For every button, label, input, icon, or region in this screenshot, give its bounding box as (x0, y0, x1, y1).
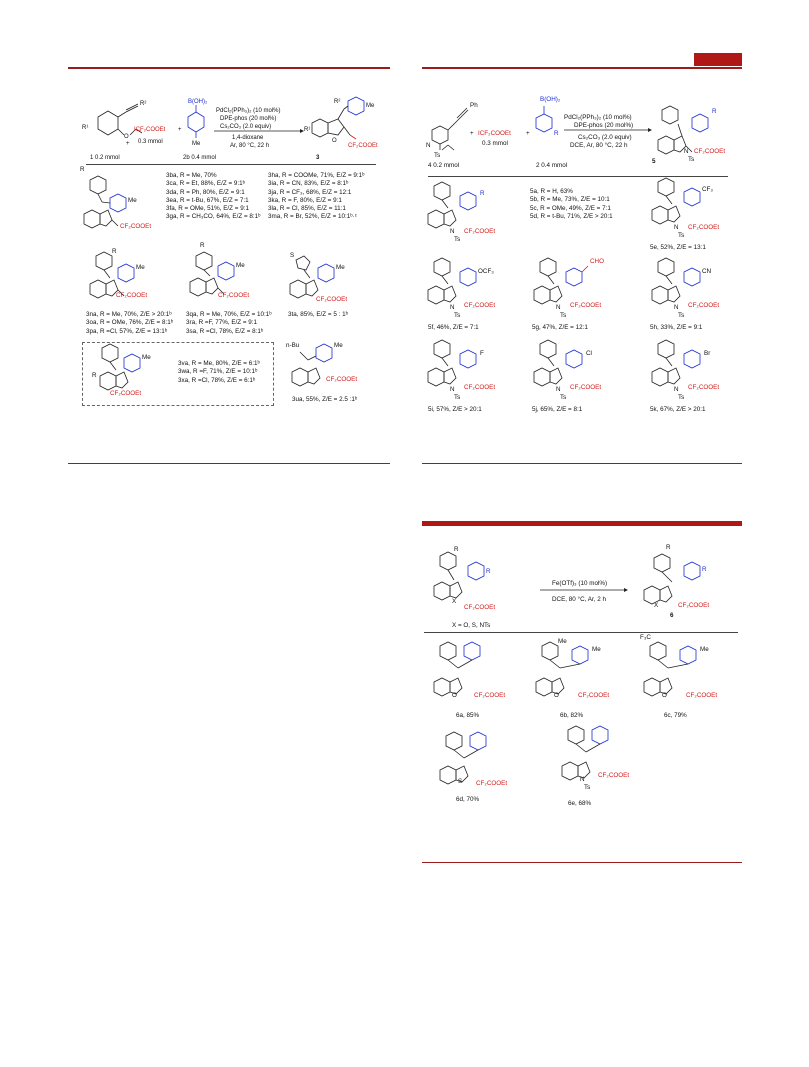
compound-5h: 5h, 33%, Z/E = 9:1 (650, 324, 703, 331)
product-3-label: 3 (316, 155, 320, 161)
compound-5k: 5k, 67%, Z/E > 20:1 (650, 406, 706, 413)
scheme-3: R R X CF₂COOEt X = O, S, NTs Fe(OTf)₃ (1… (422, 540, 742, 640)
compound-6d: 6d, 70% (456, 796, 480, 803)
structure-6c: F₃C Me O CF₂COOEt (640, 634, 718, 699)
compound-6a: 6a, 85% (456, 712, 480, 719)
structure-3na: R Me CF₂COOEt (86, 248, 166, 310)
compound-6b: 6b, 82% (560, 712, 584, 719)
compound-5j: 5j, 65%, Z/E = 8:1 (532, 406, 583, 413)
compound-5i: 5i, 57%, Z/E > 20:1 (428, 406, 482, 413)
scheme1-left-col: 3ba, R = Me, 70% 3ca, R = Et, 88%, E/Z =… (166, 172, 261, 221)
structure-5f: OCF₃ N Ts CF₂COOEt (424, 256, 514, 322)
compound-5f: 5f, 46%, Z/E = 7:1 (428, 324, 479, 331)
icf2-reagent-2: ICF₂COOEt (478, 130, 511, 137)
scheme1-right-col: 3ha, R = COOMe, 71%, E/Z = 9:1ᵇ 3ia, R =… (268, 172, 365, 221)
group-3va: 3va, R = Me, 80%, Z/E = 6:1ᵇ 3wa, R =F, … (178, 360, 260, 384)
scheme-1-bottom-rule (68, 463, 390, 464)
condition-2: DPE-phos (20 mol%) (220, 116, 276, 122)
boronic-label: B(OH)₂ (188, 99, 208, 105)
scheme-2-bottom-rule (422, 463, 742, 464)
structure-5i: F N Ts CF₂COOEt (424, 338, 514, 404)
substrate-1-label: 1 0.2 mmol (90, 155, 120, 161)
compound-6e: 6e, 68% (568, 800, 592, 807)
product-me: Me (366, 103, 375, 109)
scheme-2-divider (428, 176, 728, 177)
substrate-2b-label: 2b 0.4 mmol (183, 155, 216, 161)
condition-1: PdCl₂(PPh₃)₂ (10 mol%) (216, 108, 280, 114)
header-rule-left (68, 67, 390, 69)
group-3qa: 3qa, R = Me, 70%, E/Z = 10:1ᵇ 3ra, R =F,… (186, 311, 272, 335)
scheme-1-drawing: R¹ R² O + ICF₂COOEt 0.3 mmol + B(OH)₂ Me… (82, 96, 378, 161)
structure-5g: CHO N Ts CF₂COOEt (530, 256, 620, 322)
icf2-amount: 0.3 mmol (138, 139, 163, 145)
substrate-1-structure (97, 103, 143, 136)
structure-3ba: R Me CF₂COOEt (80, 166, 160, 240)
structure-6a: O CF₂COOEt (430, 640, 530, 710)
r-label: R (80, 166, 85, 173)
methyl-label: Me (192, 141, 201, 147)
header-rule-right (422, 67, 742, 69)
structure-3qa: R Me CF₂COOEt (186, 242, 266, 308)
structure-5h: CN N Ts CF₂COOEt (648, 256, 738, 322)
condition-4: 1,4-dioxane (232, 135, 264, 141)
compound-3ta: 3ta, 85%, E/Z = 5 : 1ᵇ (288, 311, 348, 318)
structure-5e: CF₃ N Ts CF₂COOEt (648, 176, 732, 246)
structure-3ua: n-Bu Me CF₂COOEt (286, 342, 366, 398)
compound-5g: 5g, 47%, Z/E = 12:1 (532, 324, 588, 331)
condition-5: Ar, 80 °C, 22 h (230, 143, 269, 149)
structure-3ta: S Me CF₂COOEt (289, 252, 348, 303)
boronic-acid-structure (187, 105, 205, 138)
oxygen-label: O (124, 134, 129, 140)
product-3-structure (311, 96, 365, 140)
plus-1: + (126, 141, 130, 147)
structure-5a: R N Ts CF₂COOEt (424, 180, 508, 250)
icf2-reagent: ICF₂COOEt (134, 127, 166, 133)
r2-label: R² (140, 101, 146, 107)
scheme-3-bottom-rule (422, 862, 742, 863)
condition-3: Cs₂CO₃ (2.0 equiv) (220, 124, 271, 130)
product-o: O (332, 138, 337, 144)
compound-3ua: 3ua, 55%, Z/E = 2.5 :1ᵇ (292, 396, 358, 403)
structure-3va: R Me CF₂COOEt (92, 343, 172, 402)
scheme-3-divider (424, 632, 738, 633)
structure-5k: Br N Ts CF₂COOEt (648, 338, 738, 404)
plus-2: + (178, 127, 182, 133)
product-r1: R¹ (304, 127, 310, 133)
compound-6c: 6c, 79% (664, 712, 687, 719)
structure-6b: Me Me O CF₂COOEt (532, 638, 642, 710)
product-cf2: CF₂COOEt (348, 143, 378, 149)
structure-6d: S CF₂COOEt (436, 730, 536, 796)
me-label: Me (128, 197, 137, 204)
structure-6e: N Ts CF₂COOEt (558, 724, 658, 798)
compound-5e: 5e, 52%, Z/E = 13:1 (650, 244, 706, 251)
structure-5j: Cl N Ts CF₂COOEt (530, 338, 620, 404)
product-r2: R² (334, 99, 340, 105)
x-definition: X = O, S, NTs (452, 622, 491, 629)
scheme-2: Ph N Ts + ICF₂COOEt 0.3 mmol + B(OH)₂ R … (426, 96, 726, 169)
group-5a: 5a, R = H, 63% 5b, R = Me, 73%, Z/E = 10… (530, 188, 613, 220)
ph-label: Ph (470, 102, 478, 109)
group-3na: 3na, R = Me, 70%, Z/E > 20:1ᵇ 3oa, R = O… (86, 311, 174, 335)
r1-label: R¹ (82, 125, 88, 131)
scheme-1: R¹ R² O + ICF₂COOEt 0.3 mmol + B(OH)₂ Me… (68, 95, 388, 425)
group-box-3va (82, 342, 274, 406)
header-tab (694, 53, 742, 66)
cf2-label: CF₂COOEt (120, 223, 152, 230)
scheme-1-divider (86, 164, 376, 165)
scheme-3-top-rule (422, 521, 742, 526)
